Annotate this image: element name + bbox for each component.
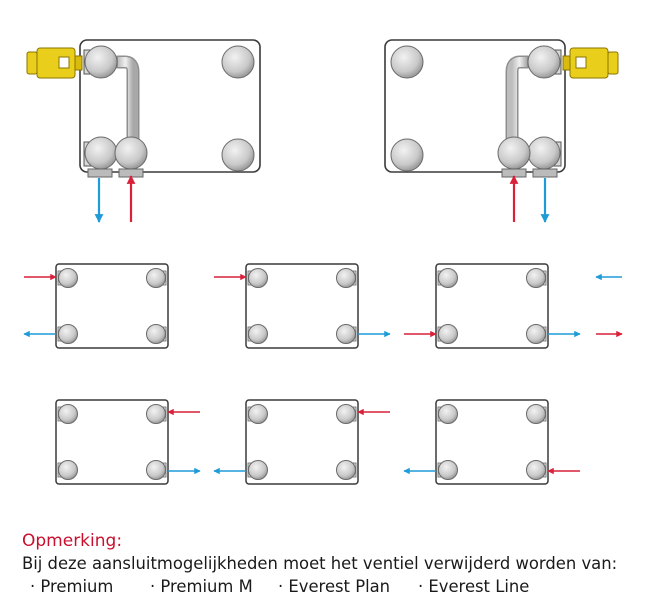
knob-top-left xyxy=(438,404,458,424)
small-radiator-4 xyxy=(55,399,169,485)
valve-icon xyxy=(26,47,83,79)
large-radiator-left xyxy=(26,39,261,223)
knob-top-right xyxy=(526,268,546,288)
knob-bottom-mid xyxy=(114,136,148,170)
knob-bottom-right xyxy=(527,136,561,170)
knob-bottom-left xyxy=(390,138,424,172)
knob-top-left xyxy=(248,404,268,424)
knob-top-left xyxy=(438,268,458,288)
radiator-connection-diagram xyxy=(23,39,623,485)
knob-bottom-left xyxy=(438,460,458,480)
knob-bottom-right xyxy=(146,460,166,480)
small-radiator-grid xyxy=(23,263,623,485)
knob-top-left xyxy=(58,268,78,288)
knob-top-right xyxy=(336,268,356,288)
small-radiator-1 xyxy=(55,263,169,349)
model-premium: · Premium xyxy=(30,577,114,596)
knob-top-right xyxy=(527,45,561,79)
knob-top-right xyxy=(526,404,546,424)
knob-bottom-left xyxy=(58,324,78,344)
note-block: Opmerking: Bij deze aansluitmogelijkhede… xyxy=(22,530,647,598)
knob-top-left xyxy=(248,268,268,288)
knob-bottom-left xyxy=(438,324,458,344)
model-everest-line: · Everest Line xyxy=(418,577,530,596)
knob-bottom-left xyxy=(248,460,268,480)
knob-bottom-right xyxy=(526,324,546,344)
knob-top-left xyxy=(84,45,118,79)
model-everest-plan: · Everest Plan xyxy=(278,577,391,596)
note-title: Opmerking: xyxy=(22,531,123,551)
small-radiator-2 xyxy=(245,263,359,349)
valve-icon xyxy=(562,47,619,79)
small-radiator-3 xyxy=(435,263,549,349)
knob-bottom-left xyxy=(84,136,118,170)
knob-top-right xyxy=(221,45,255,79)
knob-bottom-right xyxy=(336,324,356,344)
knob-top-right xyxy=(146,404,166,424)
knob-bottom-right xyxy=(221,138,255,172)
knob-top-left xyxy=(390,45,424,79)
knob-top-left xyxy=(58,404,78,424)
knob-bottom-left xyxy=(58,460,78,480)
knob-top-right xyxy=(336,404,356,424)
model-list: · Premium · Premium M · Everest Plan · E… xyxy=(22,575,647,598)
note-text: Bij deze aansluitmogelijkheden moet het … xyxy=(22,554,618,573)
small-radiator-6 xyxy=(435,399,549,485)
knob-bottom-right xyxy=(526,460,546,480)
knob-bottom-mid xyxy=(497,136,531,170)
knob-bottom-right xyxy=(336,460,356,480)
knob-top-right xyxy=(146,268,166,288)
model-premium-m: · Premium M xyxy=(150,577,253,596)
internal-pipe-highlight xyxy=(507,57,527,150)
knob-bottom-left xyxy=(248,324,268,344)
large-radiator-right xyxy=(384,39,619,223)
knob-bottom-right xyxy=(146,324,166,344)
internal-pipe-highlight xyxy=(118,57,138,150)
small-radiator-5 xyxy=(245,399,359,485)
